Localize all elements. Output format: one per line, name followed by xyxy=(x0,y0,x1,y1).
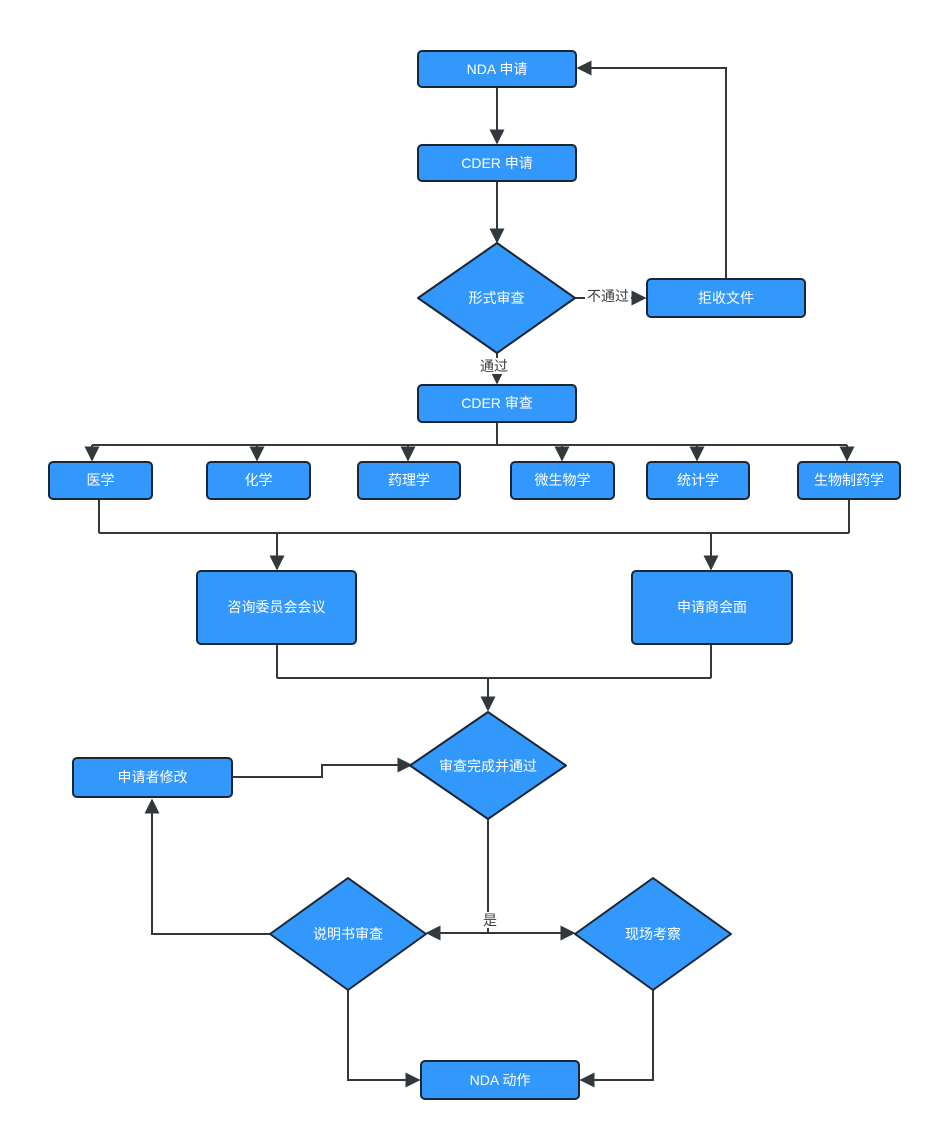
edge-label-fail: 不通过 xyxy=(585,287,631,305)
node-label: 统计学 xyxy=(677,472,719,489)
connector-modify-to-review-complete xyxy=(233,757,413,778)
node-label: 微生物学 xyxy=(534,472,591,489)
node-microbiology[interactable]: 微生物学 xyxy=(510,461,615,500)
node-label: 生物制药学 xyxy=(814,472,884,489)
node-cder-apply[interactable]: CDER 申请 xyxy=(417,144,577,182)
node-label: 咨询委员会会议 xyxy=(227,599,326,616)
node-nda-apply[interactable]: NDA 申请 xyxy=(417,50,577,88)
node-label: 药理学 xyxy=(388,472,430,489)
node-review-complete-shape[interactable] xyxy=(409,711,567,820)
node-label: 拒收文件 xyxy=(698,289,754,306)
edge-label-pass: 通过 xyxy=(478,357,510,375)
connector-label-review-to-modify xyxy=(144,798,270,935)
edge-label-yes: 是 xyxy=(481,911,499,929)
node-nda-action[interactable]: NDA 动作 xyxy=(420,1060,580,1100)
node-label: 申请者修改 xyxy=(117,769,188,786)
node-label: CDER 审查 xyxy=(461,395,533,412)
node-label: 申请商会面 xyxy=(677,599,747,616)
node-label-review-shape[interactable] xyxy=(269,877,427,991)
connector-site-inspection-to-nda-action xyxy=(579,990,654,1088)
connector-reject-to-nda-apply xyxy=(576,60,727,278)
node-label: 化学 xyxy=(244,472,273,489)
node-label: NDA 动作 xyxy=(469,1071,531,1088)
node-applicant-modify[interactable]: 申请者修改 xyxy=(72,757,233,798)
node-label: CDER 申请 xyxy=(461,154,533,171)
node-site-inspection-shape[interactable] xyxy=(574,877,732,991)
node-statistics[interactable]: 统计学 xyxy=(646,461,750,500)
node-cder-review[interactable]: CDER 审查 xyxy=(417,384,577,423)
node-pharmacology[interactable]: 药理学 xyxy=(357,461,461,500)
node-advisory-committee[interactable]: 咨询委员会会议 xyxy=(196,570,357,645)
node-form-review-shape[interactable] xyxy=(417,242,576,354)
node-chemistry[interactable]: 化学 xyxy=(206,461,311,500)
node-reject-docs[interactable]: 拒收文件 xyxy=(646,278,806,318)
connector-label-review-to-nda-action xyxy=(347,990,421,1088)
node-applicant-meeting[interactable]: 申请商会面 xyxy=(631,570,793,645)
node-biopharmaceutics[interactable]: 生物制药学 xyxy=(797,461,901,500)
node-label: NDA 申请 xyxy=(466,60,528,77)
node-medicine[interactable]: 医学 xyxy=(48,461,153,500)
node-label: 医学 xyxy=(86,472,115,489)
